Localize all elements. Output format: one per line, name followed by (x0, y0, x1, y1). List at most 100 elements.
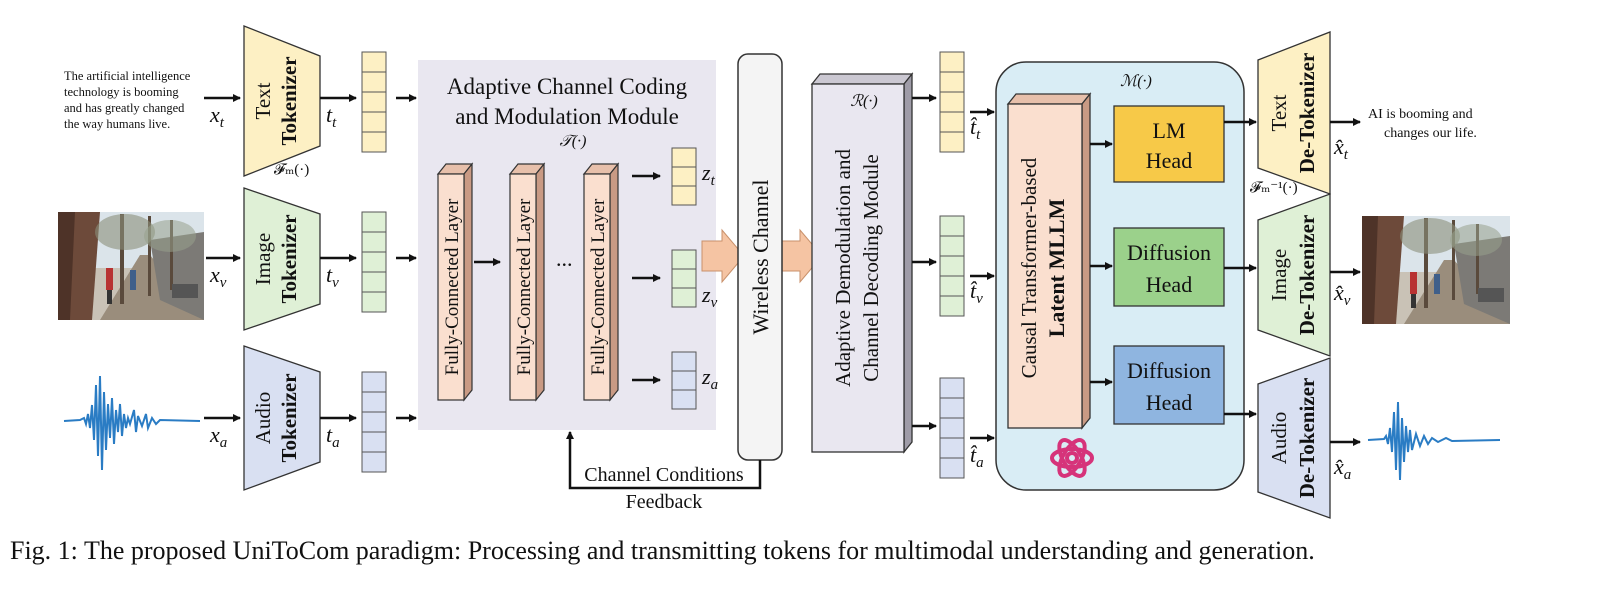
svg-text:and has greatly changed: and has greatly changed (64, 101, 185, 115)
token-cell (671, 166, 697, 187)
label-x-v: xv (209, 262, 227, 291)
token-cell (361, 231, 387, 253)
svg-text:Tokenizer: Tokenizer (277, 373, 301, 462)
label-z-a: za (701, 364, 718, 393)
token-cell (939, 51, 965, 73)
detokenizer-function: 𝓕ₘ⁻¹(·) (1250, 180, 1298, 196)
token-cell (939, 275, 965, 297)
recovered-token-stack-text (939, 51, 965, 153)
input-audio-waveform (63, 375, 201, 471)
fc-layer-label: Fully-Connected Layer (588, 198, 609, 375)
coded-symbols-text (671, 147, 697, 206)
svg-text:zt: zt (701, 160, 716, 189)
svg-text:xt: xt (209, 102, 225, 131)
feedback-label-bg (574, 465, 754, 485)
layers-ellipsis: ... (556, 246, 573, 271)
decoder-module-function: ℛ(·) (850, 93, 877, 110)
output-image (1362, 216, 1510, 324)
label-z-v: zv (701, 282, 718, 311)
fc-layer-2: Fully-Connected Layer (508, 162, 546, 402)
token-cell (939, 377, 965, 399)
svg-text:xa: xa (209, 422, 227, 451)
feedback-line (566, 431, 762, 490)
token-cell (671, 147, 697, 168)
output-audio-waveform (1367, 401, 1501, 481)
token-cell (939, 437, 965, 459)
svg-text:Latent MLLM: Latent MLLM (1044, 198, 1069, 337)
label-z-t: zt (701, 160, 716, 189)
svg-text:Adaptive Demodulation and: Adaptive Demodulation and (831, 149, 855, 387)
svg-text:Diffusion: Diffusion (1127, 358, 1211, 383)
image-detokenizer: Image De-Tokenizer (1257, 193, 1331, 357)
svg-text:t̂a: t̂a (970, 442, 984, 471)
encoder-module-title: Adaptive Channel Coding (447, 74, 688, 99)
svg-text:Head: Head (1146, 390, 1192, 415)
token-cell (671, 268, 697, 289)
token-cell (939, 457, 965, 479)
label-t-hat-t: t̂t (970, 114, 981, 143)
coded-symbols-image (671, 249, 697, 308)
output-text: AI is booming and changes our life. (1368, 107, 1477, 141)
figure-caption: Fig. 1: The proposed UniToCom paradigm: … (10, 536, 1315, 565)
fc-layer-label: Fully-Connected Layer (442, 198, 463, 375)
recovered-token-stack-audio (939, 377, 965, 479)
svg-text:tt: tt (326, 102, 337, 131)
token-cell (939, 417, 965, 439)
label-t-a: ta (326, 422, 340, 451)
token-stack-text (361, 51, 387, 153)
token-stack-image (361, 211, 387, 313)
token-cell (361, 291, 387, 313)
diffusion-head-audio: Diffusion Head (1113, 345, 1225, 425)
svg-text:Channel Decoding Module: Channel Decoding Module (859, 154, 883, 381)
svg-text:t̂v: t̂v (970, 278, 983, 307)
input-text: The artificial intelligence technology i… (64, 69, 191, 131)
coded-symbols-audio (671, 351, 697, 410)
fc-layer-1: Fully-Connected Layer (436, 162, 474, 402)
svg-text:Image: Image (1267, 249, 1291, 301)
token-cell (671, 389, 697, 410)
feedback-label-2: Feedback (626, 491, 703, 513)
svg-text:changes our life.: changes our life. (1384, 126, 1477, 141)
svg-text:De-Tokenizer: De-Tokenizer (1295, 378, 1319, 499)
svg-text:x̂t: x̂t (1333, 134, 1349, 163)
svg-text:tv: tv (326, 262, 339, 291)
svg-text:the way humans live.: the way humans live. (64, 117, 170, 131)
block-arrow-to-channel (701, 228, 745, 284)
token-cell (939, 295, 965, 317)
svg-text:De-Tokenizer: De-Tokenizer (1295, 215, 1319, 336)
token-cell (939, 131, 965, 153)
label-x-hat-v: x̂v (1333, 280, 1351, 309)
svg-text:Causal Transformer-based: Causal Transformer-based (1017, 157, 1041, 378)
svg-text:za: za (701, 364, 718, 393)
svg-text:Text: Text (251, 82, 275, 119)
svg-text:xv: xv (209, 262, 227, 291)
token-cell (939, 71, 965, 93)
token-cell (939, 255, 965, 277)
token-cell (361, 131, 387, 153)
audio-tokenizer: Audio Tokenizer (243, 345, 321, 491)
svg-text:Audio: Audio (1267, 412, 1291, 465)
svg-text:zv: zv (701, 282, 718, 311)
svg-text:Tokenizer: Tokenizer (277, 56, 301, 145)
block-arrow-to-decoder (781, 228, 823, 284)
svg-text:LM: LM (1153, 118, 1186, 143)
token-cell (671, 249, 697, 270)
audio-detokenizer: Audio De-Tokenizer (1257, 357, 1331, 519)
input-image (58, 212, 204, 320)
fc-layer-label: Fully-Connected Layer (514, 198, 535, 375)
svg-text:Image: Image (251, 233, 275, 285)
lm-head: LM Head (1113, 105, 1225, 183)
svg-text:ta: ta (326, 422, 340, 451)
tokenizer-function: 𝓕ₘ(·) (274, 162, 309, 178)
fully-connected-layers: Fully-Connected Layer Fully-Connected Lay… (436, 162, 620, 402)
mllm-function: ℳ(·) (1120, 73, 1152, 90)
svg-text:x̂v: x̂v (1333, 280, 1351, 309)
token-cell (361, 71, 387, 93)
unitocom-diagram: The artificial intelligence technology i… (58, 25, 1510, 519)
token-stack-audio (361, 371, 387, 473)
openai-logo-icon (1050, 438, 1094, 478)
fc-layer-3: Fully-Connected Layer (582, 162, 620, 402)
svg-text:Audio: Audio (251, 392, 275, 445)
token-cell (671, 287, 697, 308)
label-t-t: tt (326, 102, 337, 131)
